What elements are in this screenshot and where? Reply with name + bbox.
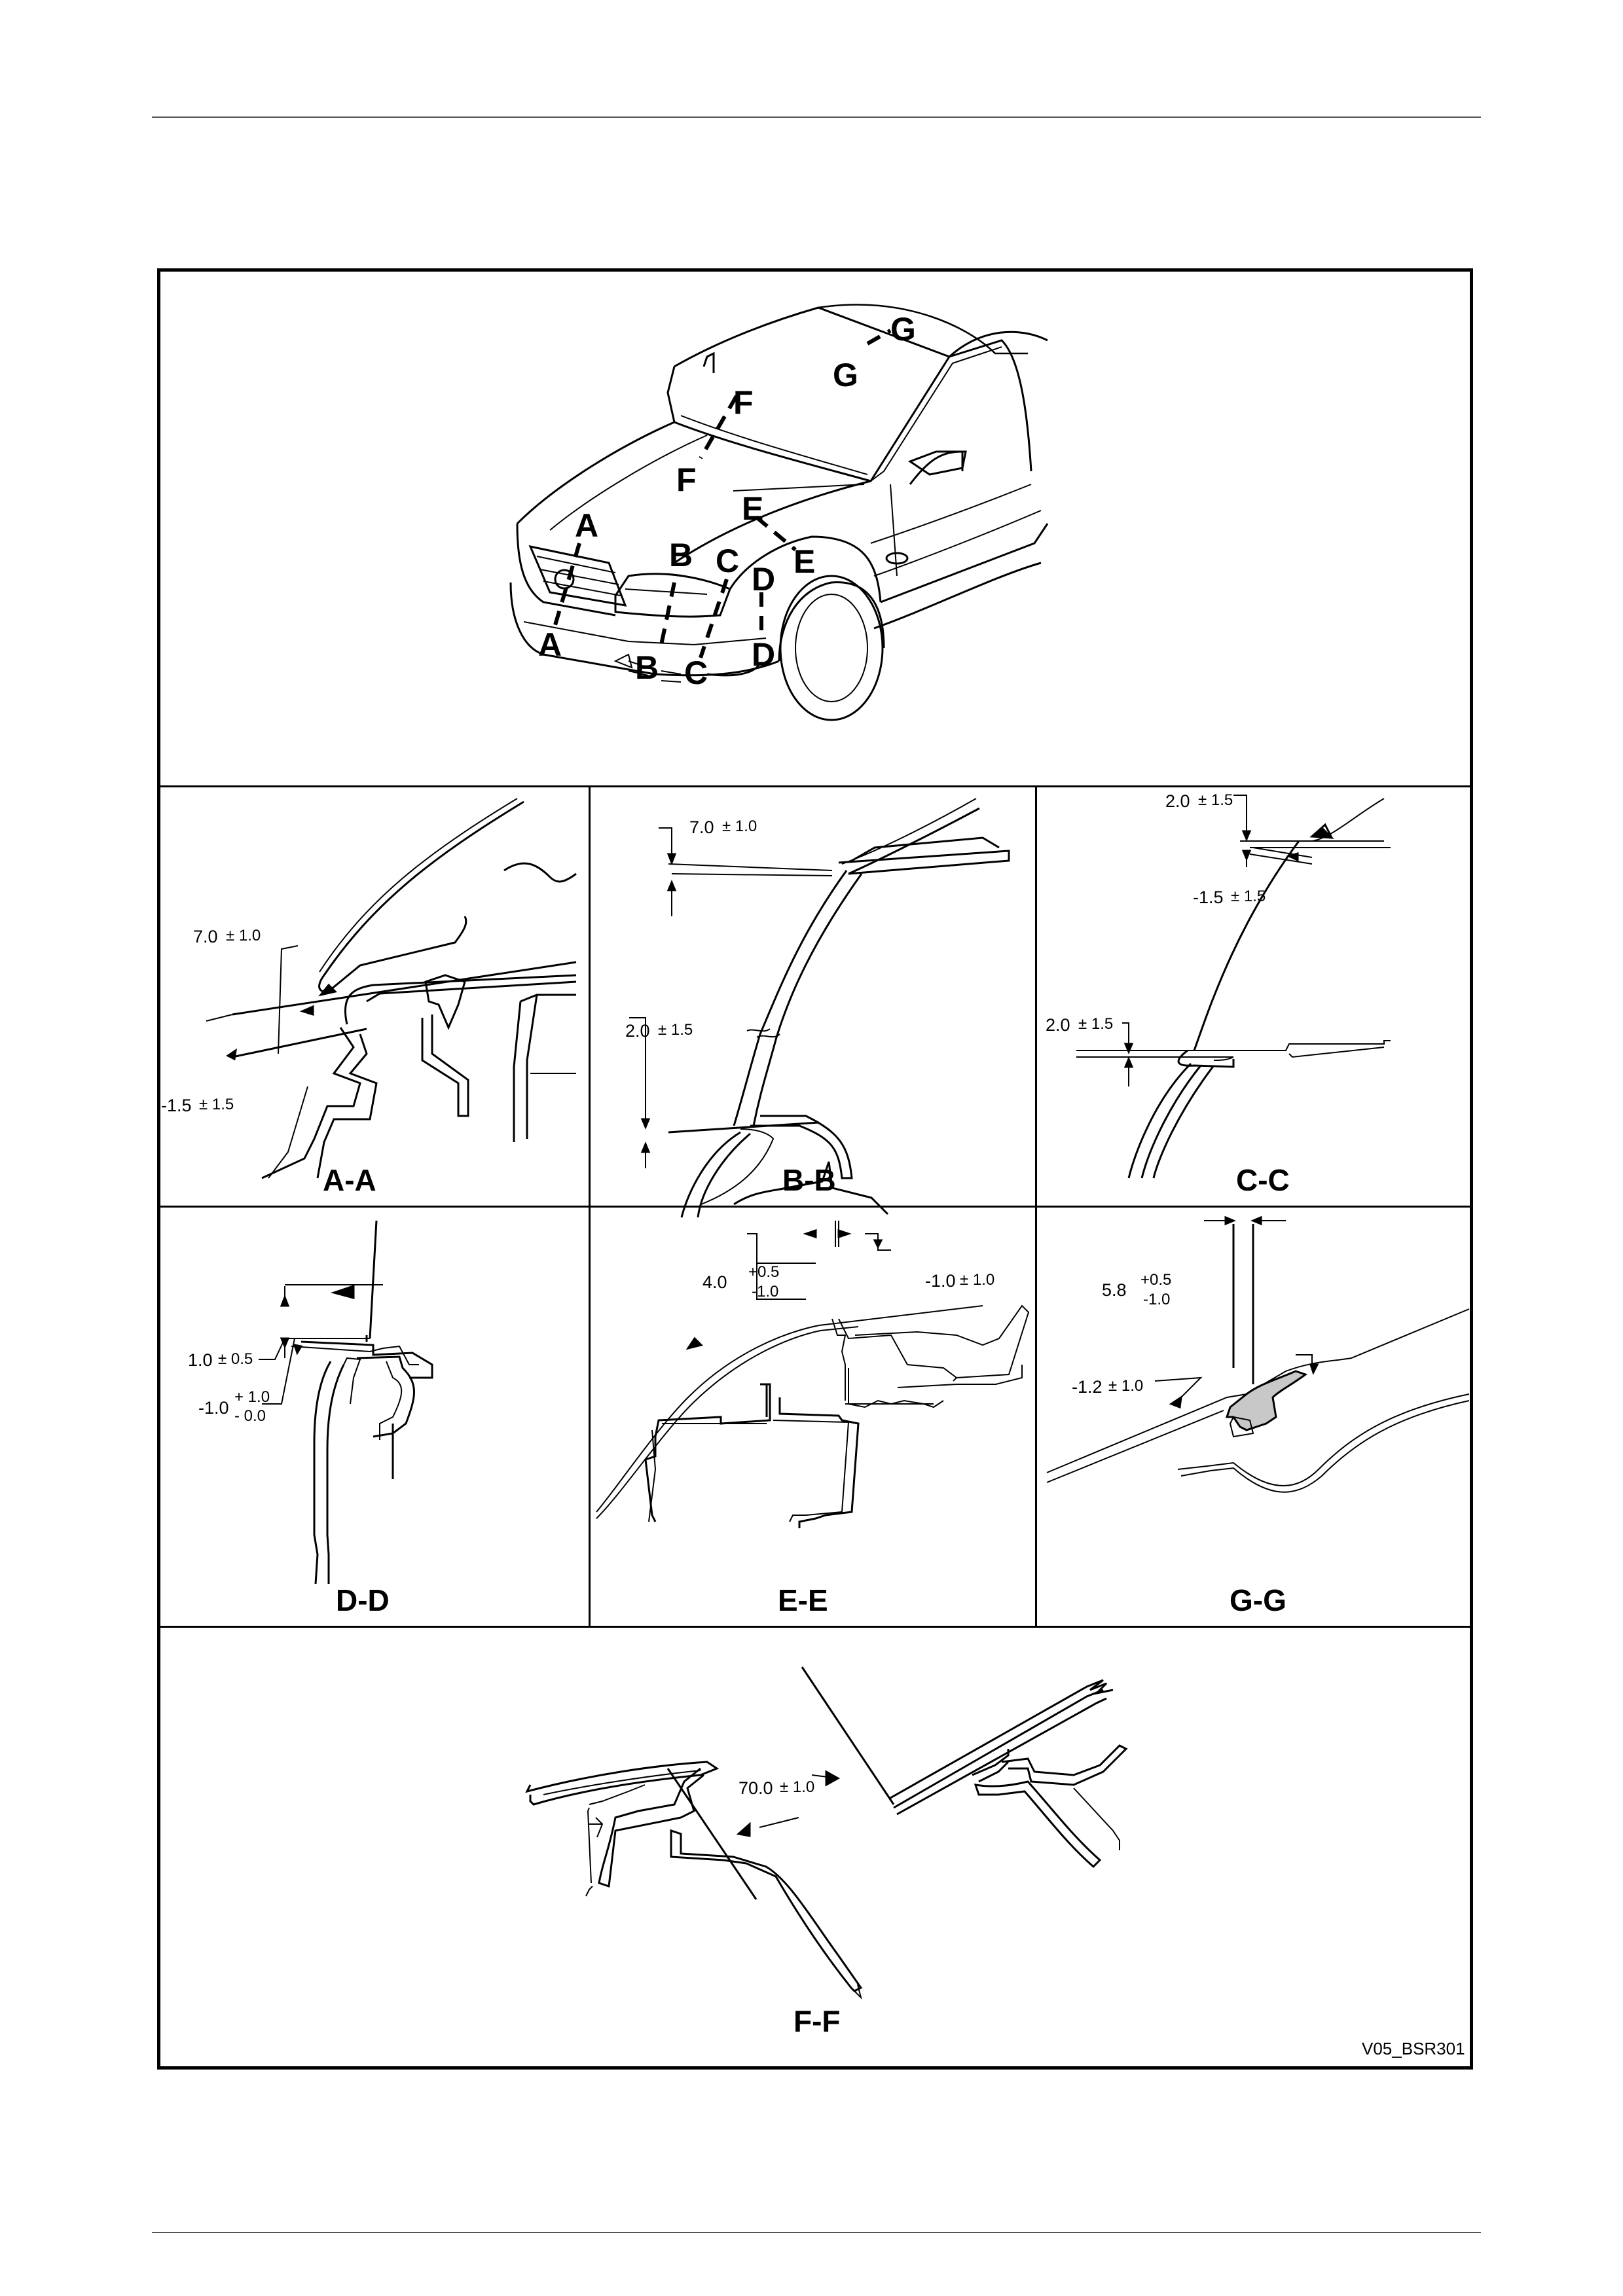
dim-e-e-2-tol: ± 1.0: [960, 1272, 994, 1288]
dim-g-g-2-tol: ± 1.0: [1108, 1378, 1143, 1394]
section-c-c-title: C-C: [1236, 1165, 1290, 1195]
cut-label-c-upper: C: [716, 545, 739, 577]
dim-d-d-1-tol: ± 0.5: [218, 1352, 253, 1367]
dim-d-d-2-tol-lower: - 0.0: [234, 1408, 266, 1424]
dim-d-d-1-value: 1.0: [188, 1352, 213, 1369]
dim-e-e-1-tol-upper: +0.5: [748, 1265, 779, 1280]
footer-rule: [152, 2232, 1481, 2233]
cut-label-g-upper: G: [890, 313, 916, 346]
dim-g-g-1-value: 5.8: [1102, 1282, 1127, 1299]
dim-c-c-1-tol: ± 1.5: [1198, 793, 1233, 808]
dim-e-e-2-value: -1.0: [925, 1272, 956, 1290]
dim-f-f-1-value: 70.0: [739, 1780, 773, 1797]
section-d-d-title: D-D: [336, 1585, 390, 1615]
dim-f-f-1-tol: ± 1.0: [780, 1780, 814, 1795]
dim-c-c-1-value: 2.0: [1165, 793, 1190, 810]
cut-label-b-lower: B: [635, 651, 659, 684]
dim-d-d-2-tol-upper: + 1.0: [234, 1390, 270, 1405]
section-f-f-title: F-F: [793, 2006, 841, 2036]
cut-label-g-lower: G: [833, 359, 858, 391]
dim-e-e-1-tol-lower: -1.0: [752, 1284, 778, 1300]
cut-label-b-upper: B: [669, 539, 693, 571]
dim-a-a-1-tol: ± 1.0: [226, 928, 261, 944]
dim-g-g-1-tol-upper: +0.5: [1140, 1272, 1171, 1288]
dim-b-b-2-tol: ± 1.5: [658, 1022, 693, 1038]
section-e-e-title: E-E: [778, 1585, 828, 1615]
section-b-b-drawing: [590, 785, 1035, 1206]
section-a-a-drawing: [157, 785, 589, 1206]
dim-g-g-2-value: -1.2: [1072, 1378, 1103, 1396]
section-g-g-title: G-G: [1230, 1585, 1286, 1615]
dim-c-c-2-tol: ± 1.5: [1231, 889, 1266, 905]
dim-b-b-1-value: 7.0: [689, 819, 714, 836]
dim-b-b-2-value: 2.0: [625, 1022, 650, 1040]
car-illustration: [0, 0, 1623, 785]
section-f-f-drawing: [157, 1628, 1473, 2068]
dim-d-d-2-value: -1.0: [198, 1399, 229, 1417]
cut-label-f-upper: F: [733, 386, 754, 419]
cut-label-e-lower: E: [793, 545, 815, 578]
section-e-e-drawing: [590, 1208, 1035, 1626]
dim-c-c-3-tol: ± 1.5: [1078, 1016, 1113, 1032]
figure-reference: V05_BSR301: [1362, 2040, 1465, 2057]
cut-label-a-upper: A: [575, 509, 598, 542]
dim-a-a-2-value: -1.5: [161, 1097, 192, 1115]
section-a-a-title: A-A: [323, 1165, 376, 1195]
dim-a-a-1-value: 7.0: [193, 928, 218, 946]
dim-c-c-3-value: 2.0: [1046, 1016, 1070, 1034]
cut-label-a-lower: A: [538, 628, 562, 661]
cut-label-d-upper: D: [752, 563, 775, 596]
dim-c-c-2-value: -1.5: [1193, 889, 1224, 906]
cut-label-f-lower: F: [676, 463, 697, 496]
cut-label-e-upper: E: [742, 492, 763, 525]
dim-g-g-1-tol-lower: -1.0: [1143, 1292, 1170, 1308]
cut-label-c-lower: C: [684, 656, 708, 689]
section-b-b-title: B-B: [782, 1165, 836, 1195]
dim-a-a-2-tol: ± 1.5: [199, 1097, 234, 1113]
dim-e-e-1-value: 4.0: [702, 1274, 727, 1291]
dim-b-b-1-tol: ± 1.0: [722, 819, 757, 834]
section-g-g-drawing: [1037, 1208, 1473, 1626]
cut-label-d-lower: D: [752, 638, 775, 671]
section-c-c-drawing: [1037, 785, 1473, 1206]
